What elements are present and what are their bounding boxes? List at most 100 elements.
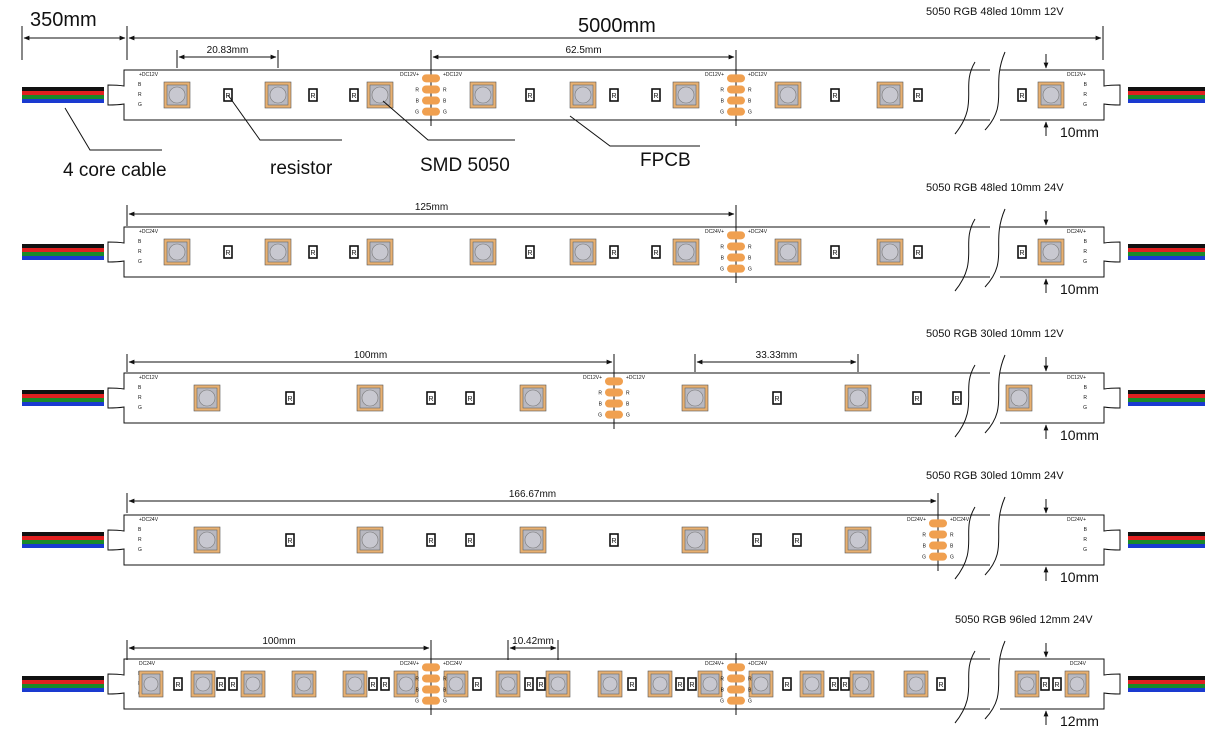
resistor: R bbox=[380, 677, 390, 691]
wire bbox=[22, 688, 104, 692]
end-pad-letter: B bbox=[138, 385, 142, 391]
led-chip bbox=[264, 81, 292, 109]
solder-pad bbox=[727, 231, 745, 240]
pad-letter-left: R bbox=[720, 87, 724, 93]
pad-letter-right: G bbox=[748, 110, 752, 116]
resistor-body bbox=[524, 677, 534, 691]
pad-letter-right: B bbox=[443, 99, 447, 105]
left-connector bbox=[107, 226, 136, 278]
end-pad-letter: B bbox=[138, 82, 142, 88]
led-dome bbox=[474, 86, 492, 104]
solder-pad bbox=[422, 107, 440, 116]
strip-spec: 5050 RGB 48led 10mm 24V bbox=[926, 182, 1064, 194]
led-dome bbox=[854, 676, 870, 692]
end-pad-letter: R bbox=[138, 537, 142, 543]
cable-wires bbox=[1128, 390, 1205, 406]
solder-pad bbox=[929, 530, 947, 539]
resistor-mark: R bbox=[225, 250, 230, 257]
led-chip bbox=[356, 526, 384, 554]
resistor-body bbox=[525, 88, 535, 102]
dimension-label: 125mm bbox=[415, 202, 448, 213]
resistor-mark: R bbox=[611, 250, 616, 257]
resistor: R bbox=[223, 245, 233, 259]
resistor-mark: R bbox=[611, 538, 616, 545]
led-chip bbox=[495, 670, 521, 698]
resistor-mark: R bbox=[954, 396, 959, 403]
break-mark bbox=[954, 506, 976, 580]
wire bbox=[22, 540, 104, 544]
width-label: 10mm bbox=[1060, 427, 1099, 443]
right-connector bbox=[1092, 658, 1121, 710]
resistor-mark: R bbox=[842, 682, 847, 689]
wire bbox=[22, 390, 104, 394]
fpcb-leader bbox=[569, 115, 700, 147]
resistor-mark: R bbox=[351, 250, 356, 257]
led-dome bbox=[195, 676, 211, 692]
led-dome bbox=[198, 531, 216, 549]
led-chip bbox=[799, 670, 825, 698]
end-pad-letter: R bbox=[138, 92, 142, 98]
cut-label-left: DC12V+ bbox=[400, 72, 419, 78]
resistor-body bbox=[752, 533, 762, 547]
right-connector bbox=[1092, 372, 1121, 424]
strip-right-label: DC24V+ bbox=[1067, 517, 1086, 523]
smd-callout: SMD 5050 bbox=[420, 155, 510, 176]
break-mark bbox=[984, 354, 1006, 434]
cut-label-left: DC24V+ bbox=[705, 661, 724, 667]
resistor-mark: R bbox=[287, 396, 292, 403]
break-mark bbox=[954, 364, 976, 438]
led-dome bbox=[881, 243, 899, 261]
wire bbox=[22, 532, 104, 536]
resistor: R bbox=[651, 88, 661, 102]
led-dome bbox=[881, 86, 899, 104]
resistor: R bbox=[426, 533, 436, 547]
resistor-body bbox=[173, 677, 183, 691]
width-label: 12mm bbox=[1060, 713, 1099, 729]
dimension: 33.33mm bbox=[694, 350, 859, 372]
end-pad-letter: G bbox=[138, 102, 142, 108]
led-chip bbox=[193, 526, 221, 554]
end-pad-letter: R bbox=[1083, 92, 1087, 98]
cable-leader bbox=[64, 107, 162, 151]
led-dome bbox=[474, 243, 492, 261]
resistor: R bbox=[465, 391, 475, 405]
led-chip bbox=[697, 670, 723, 698]
resistor-mark: R bbox=[915, 93, 920, 100]
resistor: R bbox=[1052, 677, 1062, 691]
led-chip bbox=[469, 81, 497, 109]
cable-wires bbox=[1128, 532, 1205, 548]
led-dome bbox=[524, 531, 542, 549]
led-chip bbox=[647, 670, 673, 698]
resistor-mark: R bbox=[538, 682, 543, 689]
strip-length-label: 5000mm bbox=[578, 15, 656, 37]
wire bbox=[1128, 87, 1205, 91]
end-pad-letter: R bbox=[1083, 249, 1087, 255]
resistor-body bbox=[308, 245, 318, 259]
end-pad-letter: G bbox=[1083, 102, 1087, 108]
led-chip bbox=[393, 670, 419, 698]
resistor-body bbox=[609, 88, 619, 102]
led-dome bbox=[296, 676, 312, 692]
width-label: 10mm bbox=[1060, 124, 1099, 140]
resistor: R bbox=[609, 533, 619, 547]
resistor-mark: R bbox=[794, 538, 799, 545]
resistor: R bbox=[687, 677, 697, 691]
left-connector bbox=[107, 658, 136, 710]
resistor-body bbox=[349, 245, 359, 259]
resistor-mark: R bbox=[784, 682, 789, 689]
end-pad-letter: G bbox=[138, 259, 142, 265]
led-chip bbox=[849, 670, 875, 698]
resistor-body bbox=[651, 88, 661, 102]
led-dome bbox=[143, 676, 159, 692]
resistor: R bbox=[426, 391, 436, 405]
led-chip bbox=[469, 238, 497, 266]
end-pad-letter: G bbox=[138, 405, 142, 411]
led-dome bbox=[677, 86, 695, 104]
right-connector bbox=[1092, 69, 1121, 121]
wire bbox=[1128, 252, 1205, 256]
solder-pad bbox=[727, 242, 745, 251]
pad-letter-right: G bbox=[950, 555, 954, 561]
dimension-label: 166.67mm bbox=[509, 489, 556, 500]
